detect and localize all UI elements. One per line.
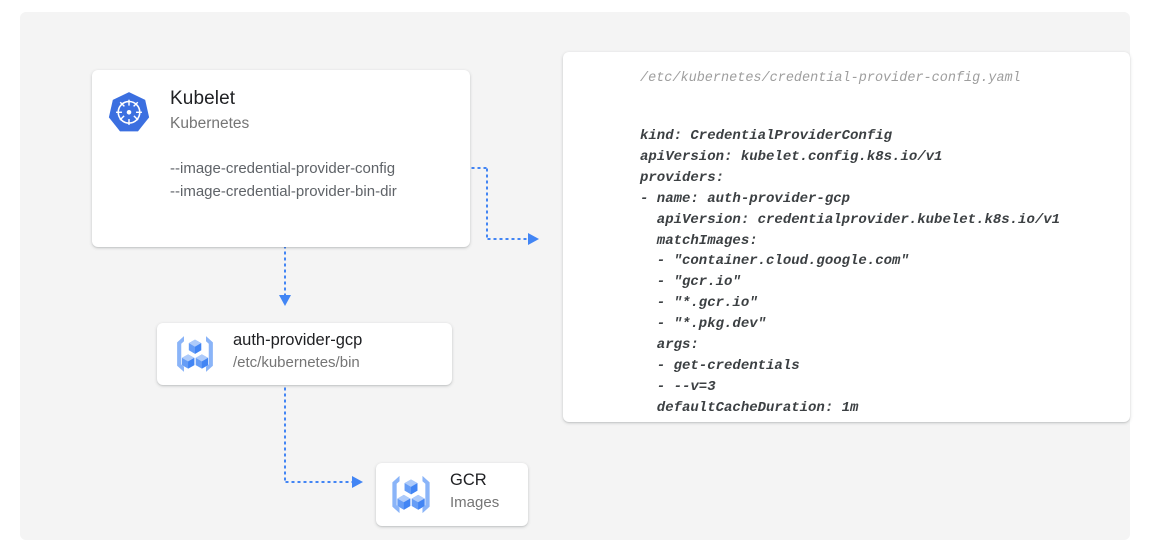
arrowhead-to-authprovider [279, 295, 291, 306]
gcr-subtitle: Images [450, 494, 500, 511]
gcr-title: GCR [450, 471, 487, 489]
yaml-file-path: /etc/kubernetes/credential-provider-conf… [640, 71, 1021, 86]
gcr-card[interactable]: GCR Images [376, 463, 528, 526]
connector-authprovider-to-gcr-vertical [284, 374, 286, 482]
auth-provider-gcp-card[interactable]: auth-provider-gcp /etc/kubernetes/bin [157, 323, 452, 385]
container-registry-icon [177, 336, 213, 372]
container-registry-icon [392, 475, 430, 514]
connector-config-to-panel-horizontal [486, 238, 531, 240]
arrowhead-to-gcr [352, 476, 363, 488]
diagram-canvas: Kubelet Kubernetes --image-credential-pr… [20, 12, 1130, 540]
connector-kubelet-to-config-vertical [486, 167, 488, 239]
yaml-config-panel[interactable]: /etc/kubernetes/credential-provider-conf… [563, 52, 1130, 422]
kubelet-card[interactable]: Kubelet Kubernetes --image-credential-pr… [92, 70, 470, 247]
kubelet-title: Kubelet [170, 88, 236, 109]
connector-authprovider-to-gcr-horizontal [284, 481, 362, 483]
auth-provider-gcp-title: auth-provider-gcp [233, 331, 363, 349]
yaml-file-content: kind: CredentialProviderConfig apiVersio… [640, 128, 1061, 416]
auth-provider-gcp-path: /etc/kubernetes/bin [233, 354, 360, 371]
kubelet-subtitle: Kubernetes [170, 115, 250, 132]
kubelet-flag-config: --image-credential-provider-config [170, 160, 396, 177]
kubelet-flag-bin-dir: --image-credential-provider-bin-dir [170, 183, 397, 200]
arrowhead-to-yaml-panel [528, 233, 539, 245]
kubernetes-icon [108, 92, 150, 132]
